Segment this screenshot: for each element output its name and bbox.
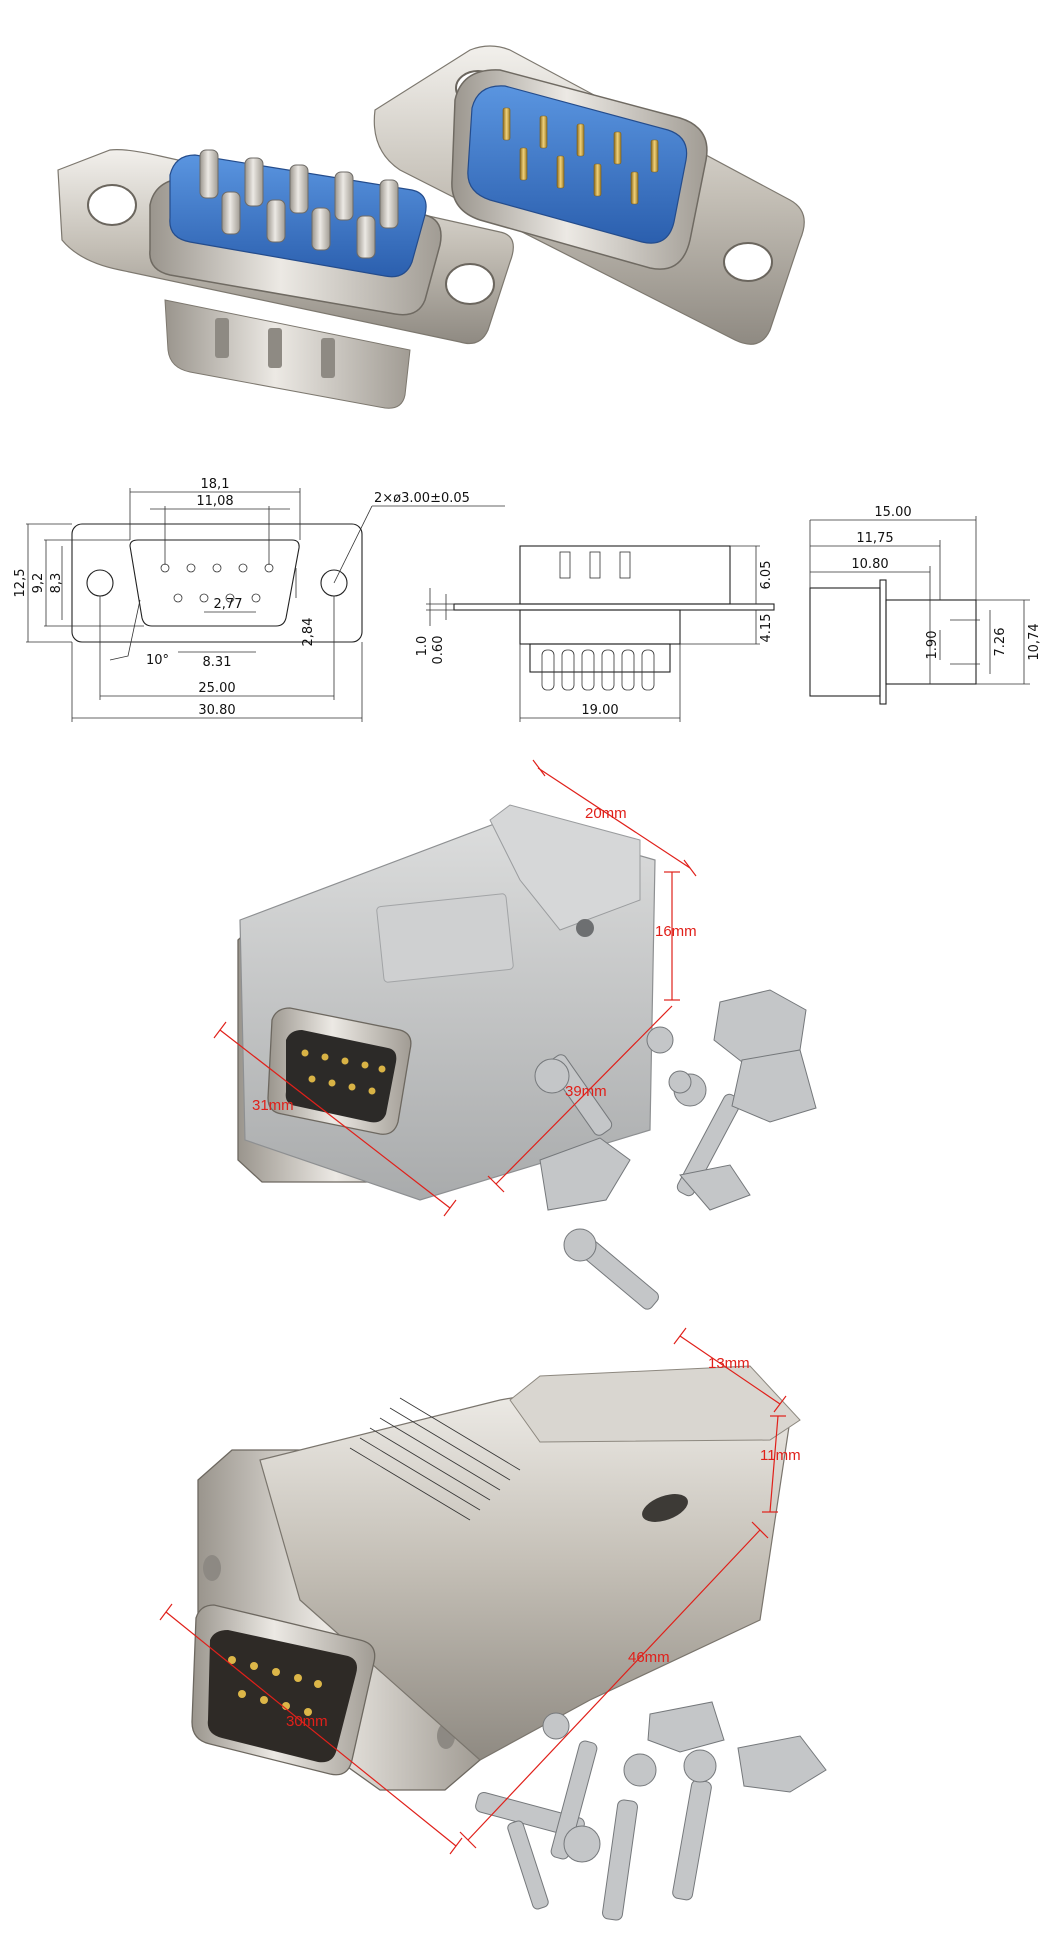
dim-30-80: 30.80 <box>198 703 235 718</box>
label-13mm: 13mm <box>708 1355 750 1372</box>
dim-19-00: 19.00 <box>581 703 618 718</box>
hardware-screws-metal <box>475 1701 827 1921</box>
label-46mm: 46mm <box>628 1649 670 1666</box>
dim-7-26: 7.26 <box>993 628 1008 657</box>
hardware-screws <box>534 989 817 1310</box>
dim-8-3: 8,3 <box>49 573 64 594</box>
dim-2-84: 2,84 <box>301 618 316 647</box>
dim-angle-10: 10° <box>146 653 169 668</box>
photo-metal-hood: 13mm 11mm 46mm 30mm <box>159 1327 827 1921</box>
dim-18-1: 18,1 <box>201 477 230 492</box>
profile-view: 15.00 11,75 10.80 1.90 7.26 10,74 <box>809 505 1042 705</box>
dim-10-80: 10.80 <box>851 557 888 572</box>
connector-back <box>373 45 805 345</box>
photo-blue-connectors <box>57 45 805 409</box>
dim-6-05: 6.05 <box>759 561 774 590</box>
dim-0-60: 0.60 <box>431 636 446 665</box>
dim-11-75: 11,75 <box>856 531 893 546</box>
label-20mm: 20mm <box>585 805 627 822</box>
label-31mm: 31mm <box>252 1097 294 1114</box>
dim-11-08: 11,08 <box>196 494 233 509</box>
label-39mm: 39mm <box>565 1083 607 1100</box>
connector-front <box>57 149 514 409</box>
label-11mm: 11mm <box>760 1447 801 1464</box>
label-30mm: 30mm <box>286 1713 328 1730</box>
front-view: 18,1 11,08 2×ø3.00±0.05 12,5 9,2 8,3 2,7… <box>13 477 505 722</box>
dim-1-0: 1.0 <box>415 636 430 657</box>
dim-9-2: 9,2 <box>31 573 46 594</box>
dim-1-90: 1.90 <box>925 631 940 660</box>
label-16mm: 16mm <box>655 923 697 940</box>
dim-2-77: 2,77 <box>214 597 243 612</box>
side-view: 1.0 0.60 6.05 4.15 19.00 <box>415 545 775 722</box>
dim-15-00: 15.00 <box>874 505 911 520</box>
dim-25-00: 25.00 <box>198 681 235 696</box>
dim-hole-spec: 2×ø3.00±0.05 <box>374 491 470 506</box>
dim-10-74: 10,74 <box>1027 623 1042 660</box>
dim-12-5: 12,5 <box>13 569 28 598</box>
dim-4-15: 4.15 <box>759 614 774 643</box>
technical-drawing: 18,1 11,08 2×ø3.00±0.05 12,5 9,2 8,3 2,7… <box>13 477 1042 722</box>
dim-8-31: 8.31 <box>203 655 232 670</box>
photo-plastic-hood: 20mm 16mm 39mm 31mm <box>213 759 817 1310</box>
